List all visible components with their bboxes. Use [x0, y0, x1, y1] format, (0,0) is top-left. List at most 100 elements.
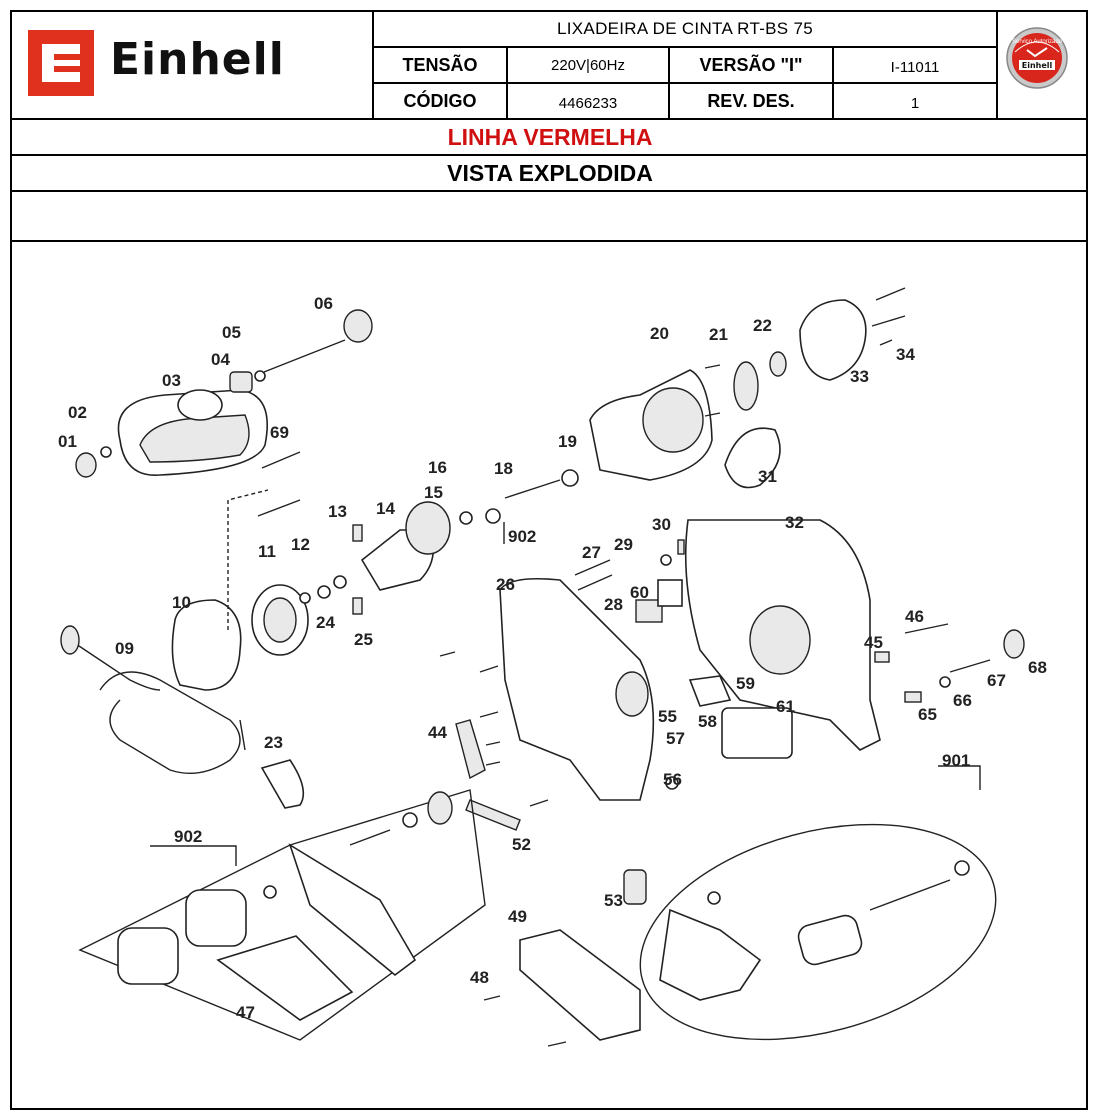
cord-end	[239, 719, 246, 751]
part-23-cap	[260, 759, 305, 809]
callout-05: 05	[222, 323, 241, 342]
part-56-nut	[665, 776, 679, 790]
part-05-washer	[254, 370, 266, 382]
part-06-rod	[263, 339, 346, 373]
callout-21: 21	[709, 325, 728, 344]
bearing	[485, 508, 501, 524]
part-30-clip	[677, 539, 685, 555]
callout-30: 30	[652, 515, 671, 534]
callout-60: 60	[630, 583, 649, 602]
callout-44: 44	[428, 723, 447, 742]
version-label: VERSÃO "I"	[699, 54, 803, 75]
callout-66: 66	[953, 691, 972, 710]
callout-69: 69	[270, 423, 289, 442]
callout-34: 34	[896, 345, 915, 364]
roller-cylinder	[185, 889, 247, 947]
cord-loop	[99, 671, 241, 775]
callout-29: 29	[614, 535, 633, 554]
part-24-washer	[317, 585, 331, 599]
grid-line	[832, 46, 834, 118]
callout-28: 28	[604, 595, 623, 614]
callout-04: 04	[211, 350, 230, 369]
version-value: I-11011	[890, 58, 940, 76]
part-52-plate	[465, 799, 521, 831]
leader-902	[150, 845, 237, 866]
part-44-plate	[455, 719, 486, 780]
bearing	[263, 885, 277, 899]
callout-26: 26	[496, 575, 515, 594]
callout-22: 22	[753, 316, 772, 335]
grid-line	[372, 10, 374, 118]
part-29-screw	[660, 554, 672, 566]
part-31-belt	[724, 427, 781, 489]
callout-02: 02	[68, 403, 87, 422]
line-title: LINHA VERMELHA	[447, 123, 653, 150]
part-22-pinion	[769, 351, 787, 377]
sheet-frame	[10, 10, 1088, 1110]
part-09-cord	[69, 639, 161, 691]
callout-46: 46	[905, 607, 924, 626]
housing-bore	[642, 387, 704, 453]
callout-32: 32	[785, 513, 804, 532]
grid-line	[668, 46, 670, 118]
part-33-cover	[799, 299, 867, 381]
leader-901	[938, 765, 981, 790]
exploded-view-diagram: 01 02 03 04 05 06 09 10 11 12 13 14 15 1…	[58, 287, 1047, 1047]
part-02-nut	[100, 446, 112, 458]
callout-56: 56	[663, 770, 682, 789]
callout-58: 58	[698, 712, 717, 731]
callout-31: 31	[758, 467, 777, 486]
handle-part	[117, 389, 269, 476]
callout-68: 68	[1028, 658, 1047, 677]
grid-line	[506, 46, 508, 118]
frame-hub	[749, 605, 811, 675]
callout-902b: 902	[508, 527, 536, 546]
grid-line	[10, 190, 1088, 192]
assembly-902-outline	[78, 789, 486, 1041]
plug-icon	[60, 625, 80, 655]
tension-roller	[797, 914, 863, 966]
grid-line	[10, 118, 1088, 120]
callout-14: 14	[376, 499, 395, 518]
grid-line	[10, 240, 1088, 242]
authorized-service-seal: Serviço Autorizado Einhell	[1005, 26, 1069, 90]
callout-09: 09	[115, 639, 134, 658]
callout-59: 59	[736, 674, 755, 693]
part-66-washer	[939, 676, 951, 688]
callout-06: 06	[314, 294, 333, 313]
callout-03: 03	[162, 371, 181, 390]
callout-67: 67	[987, 671, 1006, 690]
part-15-gear	[405, 501, 451, 555]
grid-line	[10, 154, 1088, 156]
part-60-switch	[657, 579, 683, 607]
part-59-bracket	[688, 675, 732, 707]
callout-61: 61	[776, 697, 795, 716]
code-value: 4466233	[558, 94, 618, 112]
part-53-spring	[623, 869, 647, 905]
part-47-plate	[216, 935, 354, 1021]
housing-vent	[615, 671, 649, 717]
part-12-ring	[299, 592, 311, 604]
callout-16: 16	[428, 458, 447, 477]
part-13-brush	[352, 524, 363, 542]
part-21-gear	[733, 361, 759, 411]
screw	[257, 499, 301, 517]
callout-25: 25	[354, 630, 373, 649]
voltage-label: TENSÃO	[402, 54, 478, 75]
part-11-inner	[263, 597, 297, 643]
revision-label: REV. DES.	[707, 90, 795, 111]
part-06-knob	[343, 309, 373, 343]
knob-cap	[707, 891, 721, 905]
callout-12: 12	[291, 535, 310, 554]
seal-caption: Serviço Autorizado	[1012, 39, 1063, 45]
screws	[483, 995, 567, 1047]
voltage-value: 220V|60Hz	[551, 56, 625, 74]
tension-shaft	[869, 879, 951, 911]
callout-19: 19	[558, 432, 577, 451]
grid-line	[996, 10, 998, 118]
pulley	[427, 791, 453, 825]
part-49-base	[519, 929, 641, 1041]
assembly-901-outline	[639, 823, 997, 1041]
callout-24: 24	[316, 613, 335, 632]
part-10-stator	[171, 599, 242, 691]
